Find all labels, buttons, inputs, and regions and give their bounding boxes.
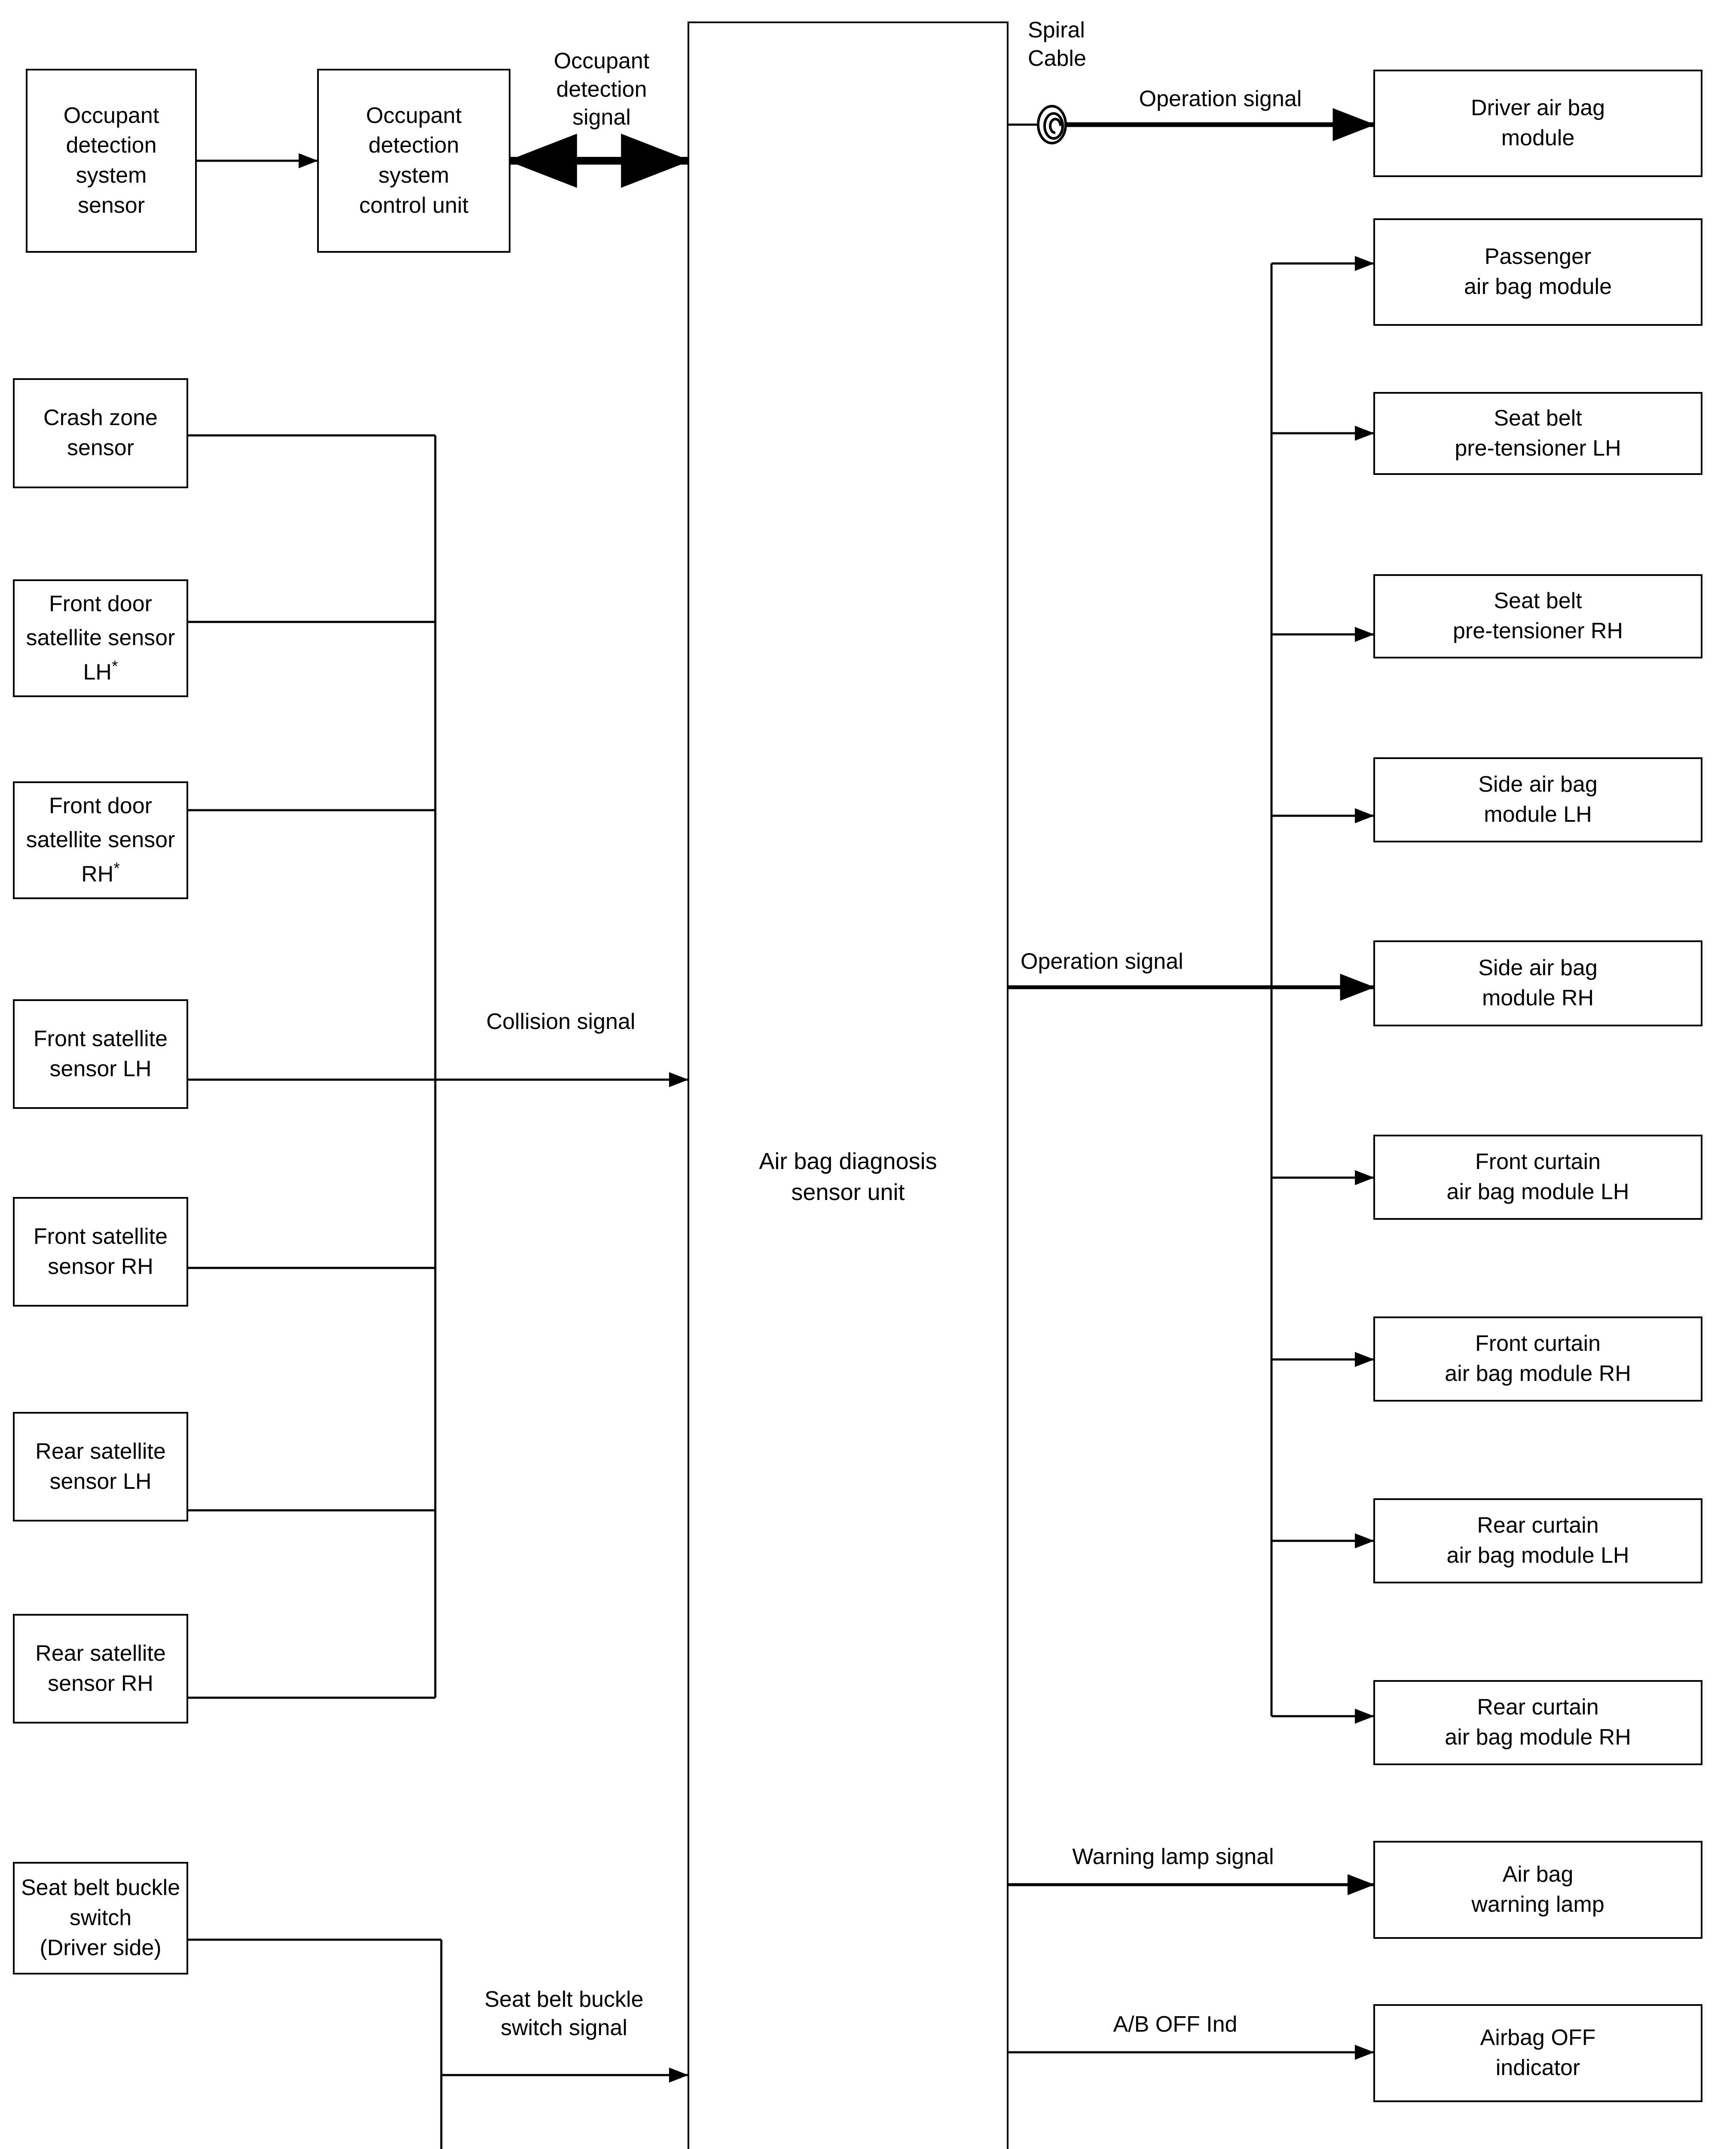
edge-label-operation-signal-driver: Operation signal xyxy=(1139,86,1302,111)
node-side-air-bag-module-lh[interactable]: Side air bag module LH xyxy=(1373,757,1702,842)
node-front-door-satellite-sensor-rh[interactable]: Front door satellite sensor RH* xyxy=(13,781,188,899)
node-side-air-bag-module-rh[interactable]: Side air bag module RH xyxy=(1373,940,1702,1026)
edge-label-warning-lamp-signal: Warning lamp signal xyxy=(1072,1844,1274,1869)
node-airbag-off-indicator[interactable]: Airbag OFF indicator xyxy=(1373,2004,1702,2102)
edge-label-seat-belt-buckle-switch-signal: Seat belt buckle switch signal xyxy=(484,1987,644,2040)
node-occupant-detection-system-control-unit[interactable]: Occupant detection system control unit xyxy=(317,69,510,253)
node-rear-satellite-sensor-rh[interactable]: Rear satellite sensor RH xyxy=(13,1614,188,1723)
footnote-star-icon: * xyxy=(113,859,120,877)
node-rear-curtain-air-bag-module-rh[interactable]: Rear curtain air bag module RH xyxy=(1373,1680,1702,1765)
node-front-door-satellite-sensor-lh[interactable]: Front door satellite sensor LH* xyxy=(13,579,188,697)
edge-label-ab-off-ind: A/B OFF Ind xyxy=(1113,2012,1238,2037)
node-rear-satellite-sensor-lh[interactable]: Rear satellite sensor LH xyxy=(13,1412,188,1521)
edge-label-operation-signal-bus: Operation signal xyxy=(1021,949,1183,974)
node-crash-zone-sensor[interactable]: Crash zone sensor xyxy=(13,378,188,488)
node-passenger-air-bag-module[interactable]: Passenger air bag module xyxy=(1373,218,1702,326)
node-air-bag-warning-lamp[interactable]: Air bag warning lamp xyxy=(1373,1841,1702,1939)
node-front-satellite-sensor-rh[interactable]: Front satellite sensor RH xyxy=(13,1197,188,1307)
node-label: Front door satellite sensor RH* xyxy=(26,793,175,887)
edge-label-collision-signal-in: Collision signal xyxy=(486,1009,636,1034)
node-seat-belt-pre-tensioner-rh[interactable]: Seat belt pre-tensioner RH xyxy=(1373,574,1702,658)
node-front-curtain-air-bag-module-lh[interactable]: Front curtain air bag module LH xyxy=(1373,1135,1702,1220)
node-front-curtain-air-bag-module-rh[interactable]: Front curtain air bag module RH xyxy=(1373,1316,1702,1402)
edge-label-occupant-detection-signal: Occupant detection signal xyxy=(553,49,650,130)
node-rear-curtain-air-bag-module-lh[interactable]: Rear curtain air bag module LH xyxy=(1373,1498,1702,1583)
edge-label-spiral-cable: Spiral Cable xyxy=(1028,18,1086,71)
node-seat-belt-pre-tensioner-lh[interactable]: Seat belt pre-tensioner LH xyxy=(1373,392,1702,475)
node-occupant-detection-system-sensor[interactable]: Occupant detection system sensor xyxy=(26,69,197,253)
node-driver-air-bag-module[interactable]: Driver air bag module xyxy=(1373,70,1702,177)
footnote-star-icon: * xyxy=(111,657,118,675)
spiral-cable-icon xyxy=(1037,105,1067,144)
node-front-satellite-sensor-lh[interactable]: Front satellite sensor LH xyxy=(13,999,188,1109)
node-label: Front door satellite sensor LH* xyxy=(26,591,175,685)
node-seat-belt-buckle-switch-driver[interactable]: Seat belt buckle switch (Driver side) xyxy=(13,1862,188,1975)
node-air-bag-diagnosis-sensor-unit[interactable]: Air bag diagnosis sensor unit xyxy=(688,21,1009,2149)
